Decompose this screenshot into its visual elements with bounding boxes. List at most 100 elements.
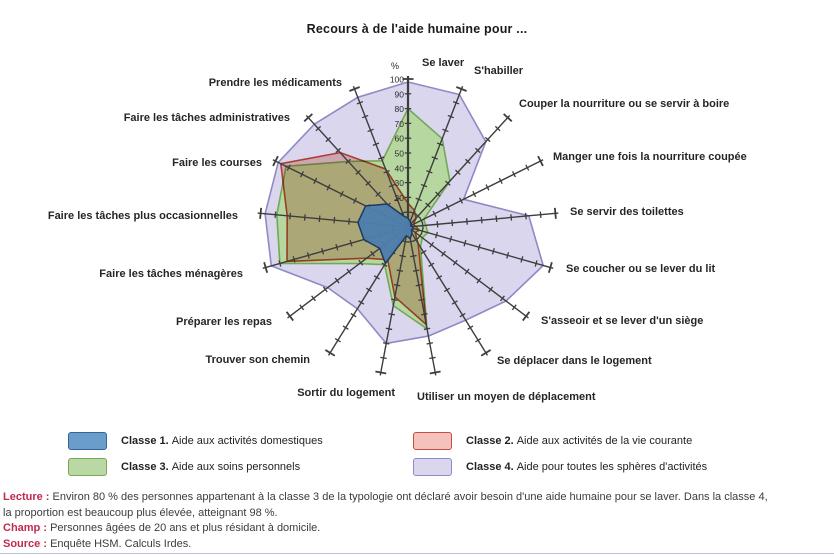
legend-classe1-text: Aide aux activités domestiques: [171, 435, 323, 447]
radar-axis-2-tick-40: [445, 180, 451, 186]
note-lecture-line1: Environ 80 % des personnes appartenant à…: [52, 491, 768, 503]
radar-axis-15-tick-90: [315, 125, 322, 132]
radar-axis-10-tick-40: [373, 275, 380, 280]
radar-axis-5-tick-80: [520, 256, 524, 263]
radial-tick-label-100: 100: [390, 75, 404, 85]
axis-label-10: Trouver son chemin: [205, 354, 310, 366]
radar-axis-2-tick-50: [455, 169, 461, 175]
radar-axis-1-tick-80: [447, 114, 454, 119]
radar-axis-14-tick-50: [339, 190, 344, 198]
radar-axis-13-tick-80: [289, 212, 292, 220]
radar-axis-14-tick-40: [352, 197, 358, 204]
radar-axis-13-tick-40: [348, 218, 350, 225]
radar-axis-12-tick-90: [278, 260, 282, 267]
legend-item-classe4: Classe 4. Aide pour toutes les sphères d…: [413, 457, 707, 477]
axis-label-5: Se coucher ou se lever du lit: [566, 263, 715, 275]
radar-axis-4-tick-40: [466, 218, 468, 225]
radar-axis-6-tick-40: [452, 259, 458, 266]
axis-label-6: S'asseoir et se lever d'un siège: [541, 315, 703, 327]
radar-axis-16: [352, 85, 409, 228]
radar-axis-12-tick-80: [292, 256, 296, 263]
radar-axis-5-tick-40: [463, 239, 467, 247]
radar-axis-2-tick-70: [474, 147, 481, 154]
radar-axis-11-tick-60: [334, 277, 340, 284]
radar-axis-1-tick-30: [420, 183, 428, 188]
radar-axis-5-tick-60: [491, 248, 495, 255]
radar-axis-2-endbar: [503, 113, 513, 122]
radar-axis-1: [407, 85, 464, 228]
radar-axis-11-endbar: [285, 311, 294, 322]
radar-axis-14-tick-70: [313, 177, 318, 184]
radar-axis-10-tick-30: [381, 262, 388, 267]
radar-axis-11-tick-50: [346, 268, 352, 275]
radar-axis-6-endbar: [522, 311, 531, 322]
note-source-label: Source :: [3, 537, 48, 550]
axis-label-16: Prendre les médicaments: [209, 77, 342, 89]
radar-axis-16-endbar: [349, 86, 360, 92]
legend-classe3-name: Classe 3.: [121, 461, 169, 473]
radar-axis-12-tick-40: [349, 239, 353, 247]
radar-axis-10-tick-60: [358, 300, 365, 305]
radar-axis-1-tick-50: [431, 156, 438, 160]
radar-axis-10-tick-80: [342, 325, 349, 330]
radar-axis-14-endbar: [272, 155, 279, 167]
radar-axis-6-tick-90: [511, 304, 517, 311]
radar-axis-6-tick-10: [417, 232, 423, 239]
note-champ-label: Champ :: [3, 522, 47, 534]
radar-axis-3-tick-10: [419, 217, 424, 224]
radar-axis-8-tick-30: [412, 269, 420, 272]
radar-axis-3: [407, 159, 544, 228]
radar-axis-4-tick-20: [436, 221, 439, 228]
radar-axis-6-tick-50: [464, 268, 470, 275]
note-source-text: Enquête HSM. Calculs Irdes.: [50, 537, 192, 550]
radar-axis-1-tick-60: [436, 142, 444, 146]
radar-axis-5: [407, 226, 554, 269]
radar-axis-13-tick-50: [333, 216, 336, 224]
axis-label-9: Sortir du logement: [297, 387, 395, 399]
axis-label-11: Préparer les repas: [176, 316, 272, 328]
radar-axis-13-tick-60: [318, 215, 321, 223]
radar-axis-1-tick-20: [415, 197, 422, 202]
legend-classe4-name: Classe 4.: [466, 461, 514, 473]
radar-axis-5-endbar: [547, 261, 553, 274]
radial-tick-label-20: 20: [395, 193, 405, 203]
axis-label-2: Couper la nourriture ou se servir à boir…: [519, 98, 729, 110]
radar-axis-9-tick-30: [396, 269, 404, 272]
radar-axis-3-tick-60: [485, 184, 490, 191]
radial-tick-label-50: 50: [395, 149, 405, 159]
radar-axis-16-tick-20: [394, 197, 401, 202]
legend-item-classe3: Classe 3. Aide aux soins personnels: [68, 457, 300, 477]
radar-axis-1-endbar: [456, 86, 467, 92]
radar-axis-5-tick-20: [434, 231, 438, 239]
radar-axis-1-tick-90: [452, 101, 460, 105]
radar-axis-14-tick-60: [326, 184, 331, 191]
radar-axis-8-tick-50: [418, 298, 425, 301]
radar-axis-16-tick-90: [356, 101, 364, 105]
radar-axis-8: [407, 226, 437, 376]
note-lecture-label: Lecture :: [3, 491, 50, 503]
radar-axis-5-tick-90: [534, 260, 538, 267]
bottom-divider: [0, 553, 834, 554]
radar-axis-4-endbar: [553, 207, 557, 219]
chart-notes: Lecture : Environ 80 % des personnes app…: [3, 490, 831, 552]
legend-swatch-classe3: [68, 458, 107, 476]
radar-axis-8-tick-90: [429, 356, 436, 360]
radar-axis-11-tick-70: [322, 286, 328, 293]
radar-axis-10-endbar: [324, 349, 336, 357]
radar-axis-2-tick-10: [415, 213, 421, 219]
radar-axis-4: [407, 212, 559, 228]
radar-axis-3-tick-90: [525, 164, 530, 171]
radar-axis-4-tick-90: [539, 211, 542, 218]
axis-label-1: S'habiller: [474, 65, 524, 77]
radar-axis-10-tick-50: [365, 287, 373, 293]
radar-axis-8-tick-80: [426, 342, 434, 345]
radar-axis-4-tick-80: [524, 212, 527, 220]
radar-axis-6-tick-20: [429, 241, 435, 248]
radar-axis-2-tick-30: [435, 191, 441, 197]
radar-axis-15-tick-80: [325, 136, 332, 143]
radar-axis-2-tick-90: [494, 125, 501, 132]
legend-classe2-name: Classe 2.: [466, 435, 514, 447]
radar-axis-6-tick-30: [440, 250, 446, 257]
legend-classe4-text: Aide pour toutes les sphères d'activités: [516, 461, 708, 473]
radar-axis-2: [407, 114, 511, 228]
